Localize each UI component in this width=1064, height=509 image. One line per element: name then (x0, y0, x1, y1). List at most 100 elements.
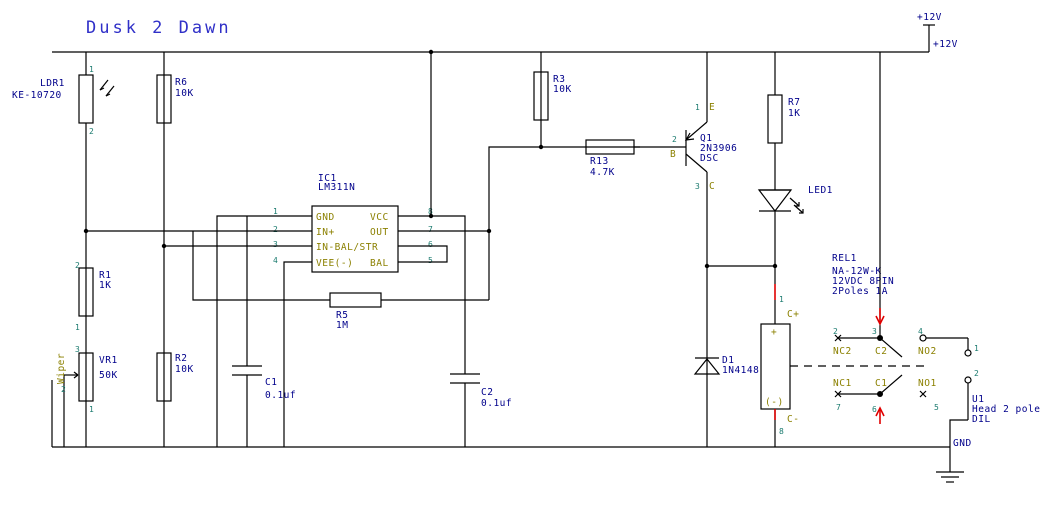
rel1-spec2: 2Poles 1A (832, 286, 888, 297)
r3-ref: R3 (553, 74, 565, 85)
ldr1-part: KE-10720 (12, 90, 62, 101)
rel1-coil-plus: + (771, 327, 777, 338)
r6: R6 10K (156, 52, 194, 447)
ic1-pin-name: OUT (370, 227, 389, 238)
rail-label: +12V (933, 39, 958, 50)
u1-pin2: 2 (974, 369, 979, 378)
ic1-part: LM311N (318, 182, 355, 193)
ic1-pin-name: VCC (370, 212, 389, 223)
u1-pin1: 1 (974, 344, 979, 353)
q1: Q1 2N3906 DSC 1 E 2 B 3 C (670, 52, 737, 447)
u1-part2: DIL (972, 414, 991, 425)
vr1-pin3: 3 (75, 345, 80, 354)
vr1-ref: VR1 (99, 355, 118, 366)
r13-ref: R13 (590, 156, 609, 167)
r2-value: 10K (175, 364, 194, 375)
d1: D1 1N4148 (693, 355, 759, 376)
vr1-wiper-label: Wiper (56, 353, 67, 384)
power-rail: +12V +12V (52, 12, 958, 53)
rel1-pin1: 1 (779, 295, 784, 304)
led1: LED1 (757, 185, 833, 266)
c2-value: 0.1uf (481, 398, 512, 409)
q1-label-b: B (670, 149, 676, 160)
rel1-pin4: 4 (918, 327, 923, 336)
rel1-coil-minus: (-) (765, 397, 784, 408)
rel1-pin2: 2 (833, 327, 838, 336)
r1-value: 1K (99, 280, 111, 291)
rel1-no1: NO1 (918, 378, 937, 389)
ic1-pin-name: GND (316, 212, 335, 223)
r7-value: 1K (788, 108, 800, 119)
gnd-label: GND (953, 438, 972, 449)
ic1-pin-name: IN-BAL/STR (316, 242, 378, 253)
vr1: VR1 50K Wiper 3 2 1 (56, 345, 118, 447)
ic1-pin-num: 1 (273, 207, 278, 216)
vr1-value: 50K (99, 370, 118, 381)
ic1-pin-name: VEE(-) (316, 258, 353, 269)
ic1: IC1 LM311N GND IN+ IN-BAL/STR VEE(-) VCC… (273, 173, 433, 273)
supply-label: +12V (917, 12, 942, 23)
r5-value: 1M (336, 320, 348, 331)
r7: R7 1K (767, 52, 800, 190)
rel1-coil-neg: C- (787, 414, 799, 425)
q1-pin-c: 3 (695, 182, 700, 191)
led1-ref: LED1 (808, 185, 833, 196)
r1-pin1: 1 (75, 323, 80, 332)
c1-ref: C1 (265, 377, 277, 388)
r7-ref: R7 (788, 97, 800, 108)
q1-ref: Q1 (700, 133, 712, 144)
rel1-spec1: 12VDC 8PIN (832, 276, 894, 287)
c2-ref: C2 (481, 387, 493, 398)
d1-ref: D1 (722, 355, 734, 366)
r3: R3 10K (533, 52, 572, 147)
ic1-pin-name: IN+ (316, 227, 335, 238)
r1-ref: R1 (99, 270, 111, 281)
q1-label-e: E (709, 102, 715, 113)
r13: R13 4.7K (585, 139, 686, 178)
rel1-pin6: 6 (872, 405, 877, 414)
vr1-pin1: 1 (89, 405, 94, 414)
r2-ref: R2 (175, 353, 187, 364)
vr1-pin2: 2 (61, 385, 66, 394)
ic1-pin-name: BAL (370, 258, 389, 269)
ic1-wiring (83, 49, 640, 447)
ic1-pin-num: 3 (273, 240, 278, 249)
c1: C1 0.1uf (265, 377, 296, 401)
r3-value: 10K (553, 84, 572, 95)
rel1-pin3: 3 (872, 327, 877, 336)
r1-pin2: 2 (75, 261, 80, 270)
q1-pkg: DSC (700, 153, 719, 164)
r2: R2 10K (156, 352, 194, 402)
rel1-ref: REL1 (832, 253, 857, 264)
c1-value: 0.1uf (265, 390, 296, 401)
ic1-pin-num: 2 (273, 225, 278, 234)
rel1: REL1 NA-12W-K 12VDC 8PIN 2Poles 1A + (-)… (760, 52, 972, 447)
rel1-nc1: NC1 (833, 378, 852, 389)
rel1-coil-pos: C+ (787, 309, 799, 320)
rel1-pin5: 5 (934, 403, 939, 412)
q1-pin-e: 1 (695, 103, 700, 112)
collector-node (704, 263, 778, 284)
schematic-title: Dusk 2 Dawn (86, 18, 232, 38)
ic1-pin-num: 6 (428, 240, 433, 249)
r6-value: 10K (175, 88, 194, 99)
r13-value: 4.7K (590, 167, 615, 178)
r1: R1 1K 2 1 (75, 261, 111, 332)
ldr1: LDR1 KE-10720 1 2 (12, 52, 115, 447)
rel1-pin7: 7 (836, 403, 841, 412)
c2: C2 0.1uf (481, 387, 512, 409)
rel1-pin8: 8 (779, 427, 784, 436)
rel1-part: NA-12W-K (832, 266, 882, 277)
ic1-ref: IC1 (318, 173, 337, 184)
ic1-pin-num: 5 (428, 256, 433, 265)
q1-label-c: C (709, 181, 715, 192)
rel1-no2: NO2 (918, 346, 937, 357)
ldr1-pin2: 2 (89, 127, 94, 136)
rel1-c2: C2 (875, 346, 887, 357)
u1-part1: Head 2 pole (972, 404, 1040, 415)
r6-ref: R6 (175, 77, 187, 88)
d1-part: 1N4148 (722, 365, 759, 376)
ldr1-ref: LDR1 (40, 78, 65, 89)
ldr1-pin1: 1 (89, 65, 94, 74)
